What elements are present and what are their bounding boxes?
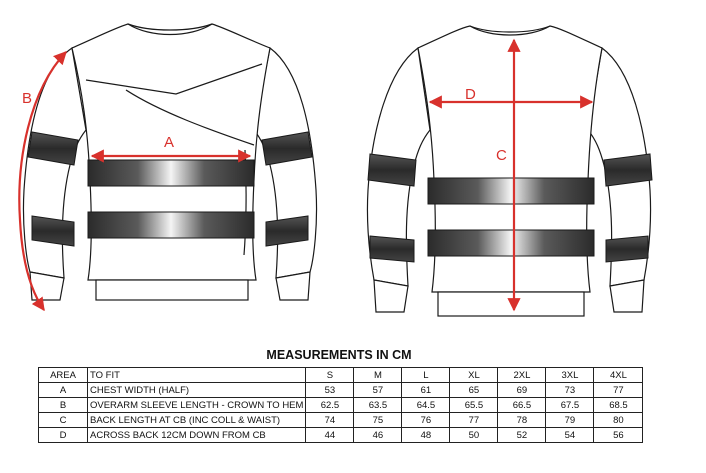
- measurements-table: AREA TO FIT S M L XL 2XL 3XL 4XL A CHEST…: [38, 367, 644, 443]
- table-header-row: AREA TO FIT S M L XL 2XL 3XL 4XL: [38, 367, 644, 383]
- front-body: [71, 23, 271, 281]
- header-size-4xl: 4XL: [593, 367, 644, 383]
- front-yoke-seam: [85, 63, 263, 95]
- row-value: 62.5: [305, 397, 355, 413]
- header-area: AREA: [38, 367, 88, 383]
- front-chest-band: [87, 159, 255, 187]
- row-value: 61: [401, 382, 451, 398]
- row-value: 56: [593, 427, 644, 443]
- row-value: 79: [545, 412, 595, 428]
- back-left-cuff: [373, 279, 409, 313]
- row-value: 67.5: [545, 397, 595, 413]
- row-value: 75: [353, 412, 403, 428]
- row-value: 64.5: [401, 397, 451, 413]
- table-row: A CHEST WIDTH (HALF) 53 57 61 65 69 73 7…: [38, 382, 644, 398]
- row-value: 69: [497, 382, 547, 398]
- table-row: D ACROSS BACK 12CM DOWN FROM CB 44 46 48…: [38, 427, 644, 443]
- header-size-l: L: [401, 367, 451, 383]
- label-a: A: [164, 134, 174, 151]
- row-value: 44: [305, 427, 355, 443]
- row-value: 65.5: [449, 397, 499, 413]
- back-left-sleeve-band-top: [367, 153, 417, 187]
- row-value: 63.5: [353, 397, 403, 413]
- table-row: C BACK LENGTH AT CB (INC COLL & WAIST) 7…: [38, 412, 644, 428]
- label-d: D: [465, 86, 476, 103]
- row-value: 53: [305, 382, 355, 398]
- header-size-3xl: 3XL: [545, 367, 595, 383]
- row-value: 50: [449, 427, 499, 443]
- row-description: ACROSS BACK 12CM DOWN FROM CB: [86, 427, 307, 443]
- header-size-s: S: [305, 367, 355, 383]
- row-value: 66.5: [497, 397, 547, 413]
- row-value: 74: [305, 412, 355, 428]
- sweatshirt-technical-drawing: A B C D: [18, 23, 653, 317]
- row-value: 73: [545, 382, 595, 398]
- row-value: 65: [449, 382, 499, 398]
- header-to-fit: TO FIT: [86, 367, 307, 383]
- back-right-sleeve-band-top: [603, 153, 653, 187]
- label-b: B: [22, 90, 32, 107]
- row-value: 52: [497, 427, 547, 443]
- label-c: C: [496, 147, 507, 164]
- front-collar: [127, 23, 213, 36]
- back-chest-band: [427, 177, 595, 205]
- front-hem-rib: [95, 279, 249, 301]
- row-description: OVERARM SLEEVE LENGTH - CROWN TO HEM: [86, 397, 307, 413]
- back-right-cuff: [609, 279, 645, 313]
- front-right-sleeve-band-bottom: [265, 215, 309, 247]
- row-value: 54: [545, 427, 595, 443]
- front-yoke-seam-2: [125, 89, 255, 146]
- row-value: 80: [593, 412, 644, 428]
- header-size-2xl: 2XL: [497, 367, 547, 383]
- header-size-xl: XL: [449, 367, 499, 383]
- front-right-cuff: [275, 271, 311, 301]
- front-right-sleeve-band-top: [261, 131, 313, 166]
- back-left-sleeve-band-bottom: [369, 235, 415, 263]
- table-title: MEASUREMENTS IN CM: [266, 348, 412, 362]
- header-size-m: M: [353, 367, 403, 383]
- row-area: B: [38, 397, 88, 413]
- arrow-b-sleeve-length: [18, 51, 67, 312]
- row-area: C: [38, 412, 88, 428]
- back-collar: [469, 25, 551, 36]
- row-area: D: [38, 427, 88, 443]
- row-value: 76: [401, 412, 451, 428]
- row-value: 77: [449, 412, 499, 428]
- row-value: 48: [401, 427, 451, 443]
- row-value: 57: [353, 382, 403, 398]
- row-value: 68.5: [593, 397, 644, 413]
- back-right-sleeve-band-bottom: [605, 235, 649, 263]
- row-value: 77: [593, 382, 644, 398]
- row-description: CHEST WIDTH (HALF): [86, 382, 307, 398]
- measurement-arrows: [18, 38, 594, 312]
- row-value: 46: [353, 427, 403, 443]
- row-value: 78: [497, 412, 547, 428]
- table-row: B OVERARM SLEEVE LENGTH - CROWN TO HEM 6…: [38, 397, 644, 413]
- back-waist-band: [427, 229, 595, 257]
- row-description: BACK LENGTH AT CB (INC COLL & WAIST): [86, 412, 307, 428]
- back-hem-rib: [437, 291, 585, 317]
- front-waist-band: [87, 211, 255, 239]
- row-area: A: [38, 382, 88, 398]
